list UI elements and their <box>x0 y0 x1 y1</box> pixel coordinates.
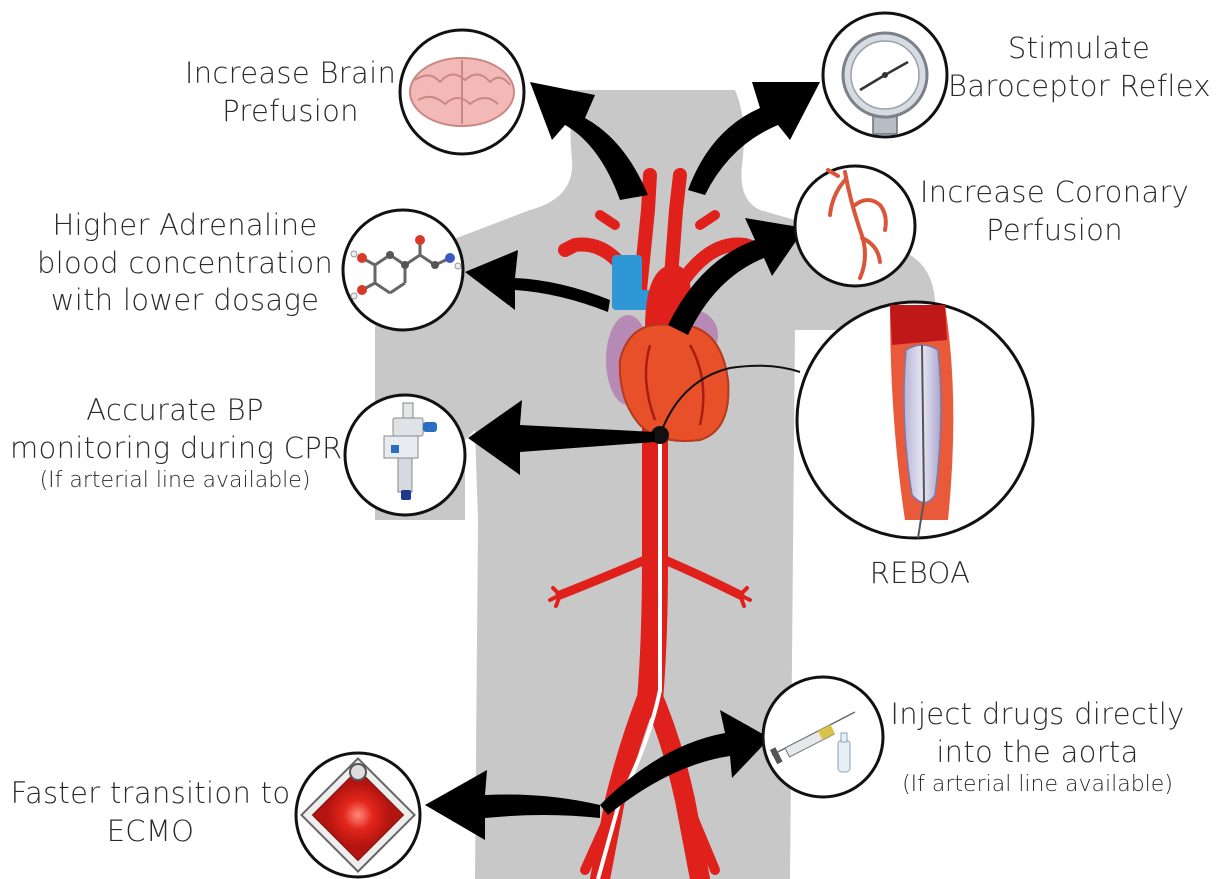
label-adrenaline-line1: Higher Adrenaline <box>30 207 340 245</box>
label-adrenaline: Higher Adrenaline blood concentration wi… <box>30 207 340 320</box>
label-ecmo: Faster transition to ECMO <box>8 775 293 850</box>
label-reboa-line1: REBOA <box>855 555 985 593</box>
label-inject-note: (If arterial line available) <box>885 771 1190 800</box>
label-baroceptor: Stimulate Baroceptor Reflex <box>948 30 1210 105</box>
label-baroceptor-line1: Stimulate <box>948 30 1210 68</box>
label-inject-line1: Inject drugs directly <box>885 696 1190 734</box>
bp-circle <box>345 395 465 515</box>
label-bp-note: (If arterial line available) <box>10 467 340 496</box>
label-brain-line2: Prefusion <box>178 93 403 131</box>
gauge-circle <box>823 13 947 137</box>
label-brain-line1: Increase Brain <box>178 55 403 93</box>
label-coronary-line1: Increase Coronary <box>912 174 1197 212</box>
label-adrenaline-line3: with lower dosage <box>30 282 340 320</box>
label-coronary-line2: Perfusion <box>912 212 1197 250</box>
label-adrenaline-line2: blood concentration <box>30 245 340 283</box>
brain-circle <box>400 30 524 154</box>
label-inject: Inject drugs directly into the aorta (If… <box>885 696 1190 800</box>
label-bp-line2: monitoring during CPR <box>10 430 340 468</box>
label-brain: Increase Brain Prefusion <box>178 55 403 130</box>
label-baroceptor-line2: Baroceptor Reflex <box>948 68 1210 106</box>
brain-icon <box>410 58 514 126</box>
adrenaline-circle <box>343 210 463 330</box>
label-ecmo-line2: ECMO <box>8 813 293 851</box>
syringe-circle <box>763 677 883 797</box>
label-reboa: REBOA <box>855 555 985 593</box>
label-coronary: Increase Coronary Perfusion <box>912 174 1197 249</box>
coronary-circle <box>795 166 915 286</box>
label-bp: Accurate BP monitoring during CPR (If ar… <box>10 392 340 496</box>
label-ecmo-line1: Faster transition to <box>8 775 293 813</box>
ecmo-circle <box>296 753 420 877</box>
label-bp-line1: Accurate BP <box>10 392 340 430</box>
label-inject-line2: into the aorta <box>885 734 1190 772</box>
reboa-circle <box>797 302 1033 538</box>
